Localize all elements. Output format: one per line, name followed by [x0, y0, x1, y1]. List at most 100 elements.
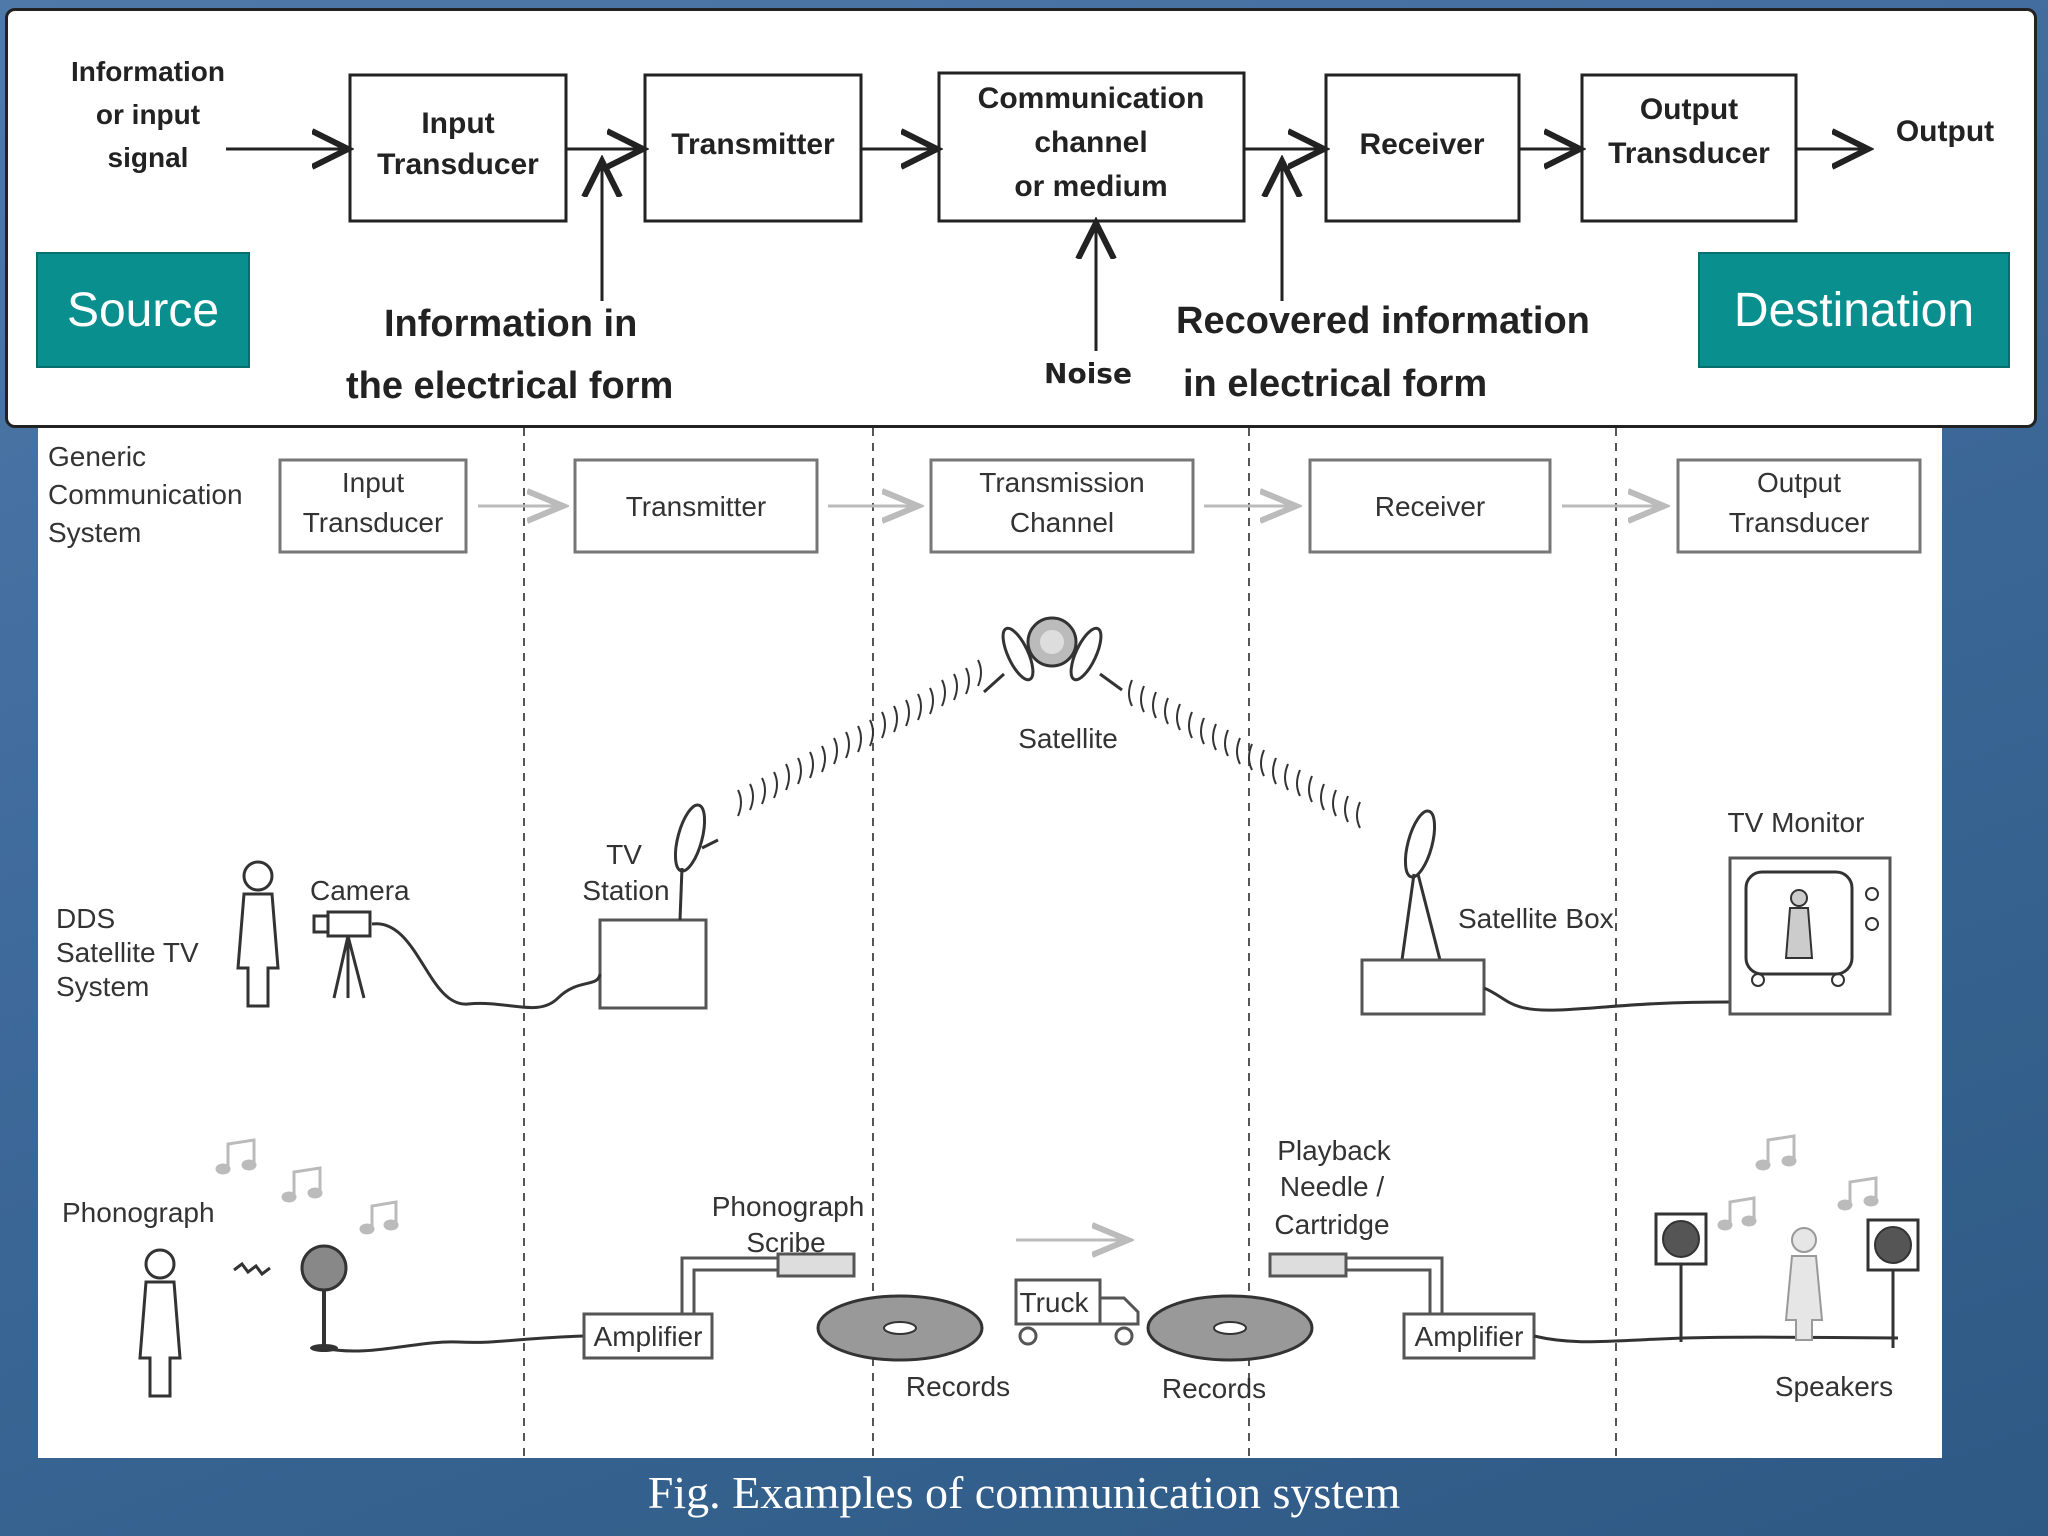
svg-text:Generic: Generic — [48, 441, 146, 472]
satellite-box-label: Satellite Box — [1458, 903, 1614, 934]
destination-badge: Destination — [1698, 252, 2010, 368]
input-signal-label: Information or input signal — [71, 56, 225, 173]
record-disc-right-icon — [1146, 1294, 1314, 1362]
monitor-cable — [1483, 986, 1731, 1012]
records-right-label: Records — [1162, 1373, 1266, 1404]
generic-block-label: Transmitter — [626, 491, 767, 522]
playback-cartridge-head — [1268, 1252, 1348, 1278]
svg-text:DDS: DDS — [56, 903, 115, 934]
listener-figure — [1784, 1227, 1824, 1341]
examples-diagram: Generic Communication System Input Trans… — [48, 428, 1922, 1458]
generic-receiver — [1308, 458, 1552, 554]
block-label: Communication — [978, 82, 1205, 115]
playback-arm — [1346, 1256, 1444, 1314]
speaker-right-icon — [1866, 1218, 1920, 1348]
block-label: Receiver — [1359, 128, 1484, 161]
amplifier-left — [582, 1312, 714, 1360]
tv-monitor-icon — [1728, 856, 1892, 1016]
tv-monitor-label: TV Monitor — [1728, 807, 1865, 838]
records-left-label: Records — [906, 1371, 1010, 1402]
amplifier-right — [1402, 1312, 1536, 1360]
receiver-block — [1324, 73, 1521, 223]
svg-text:System: System — [56, 971, 149, 1002]
singer-figure — [138, 1248, 182, 1398]
truck-icon — [1014, 1278, 1140, 1346]
block-label: Transducer — [377, 148, 539, 181]
tv-station-label: TV — [606, 839, 642, 870]
camera-label: Camera — [310, 875, 410, 906]
sound-wave-icon — [233, 1261, 271, 1277]
phonograph-row-label: Phonograph — [62, 1197, 215, 1228]
generic-block-label: Input — [342, 467, 404, 498]
block-label: or medium — [1014, 170, 1167, 203]
scribe-label: Scribe — [746, 1227, 825, 1258]
generic-block-label: Transducer — [303, 507, 444, 538]
transmitter-block — [643, 73, 863, 223]
generic-transmission-channel — [929, 458, 1195, 554]
satellite-box — [1360, 958, 1486, 1016]
amplifier-left-label: Amplifier — [594, 1321, 703, 1352]
speakers-label: Speakers — [1775, 1371, 1893, 1402]
generic-row-label: Generic Communication System — [48, 441, 243, 548]
presenter-figure — [236, 860, 280, 1008]
generic-transmitter — [573, 458, 819, 554]
scribe-arm — [692, 1268, 778, 1314]
phonograph-scribe-head — [776, 1252, 856, 1278]
downlink-signal-icon — [1128, 679, 1361, 829]
figure-caption: Fig. Examples of communication system — [647, 1467, 1401, 1518]
generic-block-label: Output — [1757, 467, 1841, 498]
music-notes-icon — [215, 1134, 1879, 1235]
block-diagram: Information or input signal Input Transd… — [71, 56, 1994, 407]
record-disc-left-icon — [816, 1294, 984, 1362]
tv-station-building — [598, 918, 708, 1010]
satellite-icon — [982, 616, 1123, 694]
block-diagram-panel: Information or input signal Input Transd… — [5, 8, 2037, 428]
block-label: channel — [1034, 126, 1147, 159]
examples-panel: Generic Communication System Input Trans… — [38, 428, 1942, 1458]
scribe-arm — [680, 1256, 780, 1314]
info-electrical-line1: Information in — [384, 303, 637, 345]
speaker-cable — [1533, 1334, 1899, 1344]
recovered-line2: in electrical form — [1183, 363, 1487, 405]
svg-text:or input: or input — [96, 99, 200, 130]
noise-label: Noise — [1044, 357, 1132, 390]
tv-station-label: Station — [582, 875, 669, 906]
speaker-left-icon — [1654, 1212, 1708, 1342]
svg-text:Information: Information — [71, 56, 225, 87]
svg-text:signal: signal — [108, 142, 189, 173]
camera-cable — [371, 922, 602, 1010]
generic-block-label: Transmission — [979, 467, 1144, 498]
amplifier-right-label: Amplifier — [1415, 1321, 1524, 1352]
generic-block-label: Transducer — [1729, 507, 1870, 538]
playback-arm — [1346, 1268, 1432, 1314]
uplink-signal-icon — [737, 659, 982, 817]
generic-block-label: Channel — [1010, 507, 1114, 538]
block-label: Input — [421, 107, 494, 140]
truck-label: Truck — [1020, 1287, 1090, 1318]
generic-input-transducer — [278, 458, 468, 554]
output-transducer-block — [1580, 73, 1798, 223]
svg-text:Satellite TV: Satellite TV — [56, 937, 199, 968]
tv-station-dish-icon — [673, 803, 719, 921]
playback-label: Cartridge — [1274, 1209, 1389, 1240]
microphone-icon — [300, 1244, 348, 1352]
block-label: Output — [1640, 93, 1738, 126]
receiver-dish-icon — [1400, 809, 1442, 961]
svg-text:System: System — [48, 517, 141, 548]
output-label: Output — [1896, 115, 1994, 148]
recovered-line1: Recovered information — [1176, 300, 1590, 342]
playback-label: Needle / — [1280, 1171, 1385, 1202]
source-badge: Source — [36, 252, 250, 368]
playback-label: Playback — [1277, 1135, 1392, 1166]
generic-block-label: Receiver — [1375, 491, 1485, 522]
dds-row-label: DDS Satellite TV System — [56, 903, 199, 1002]
mic-cable — [323, 1334, 585, 1353]
block-label: Transducer — [1608, 137, 1770, 170]
block-label: Transmitter — [671, 128, 835, 161]
scribe-label: Phonograph — [712, 1191, 865, 1222]
satellite-label: Satellite — [1018, 723, 1118, 754]
info-electrical-line2: the electrical form — [346, 365, 673, 407]
camera-icon — [312, 910, 372, 999]
svg-text:Communication: Communication — [48, 479, 243, 510]
generic-output-transducer — [1676, 458, 1922, 554]
